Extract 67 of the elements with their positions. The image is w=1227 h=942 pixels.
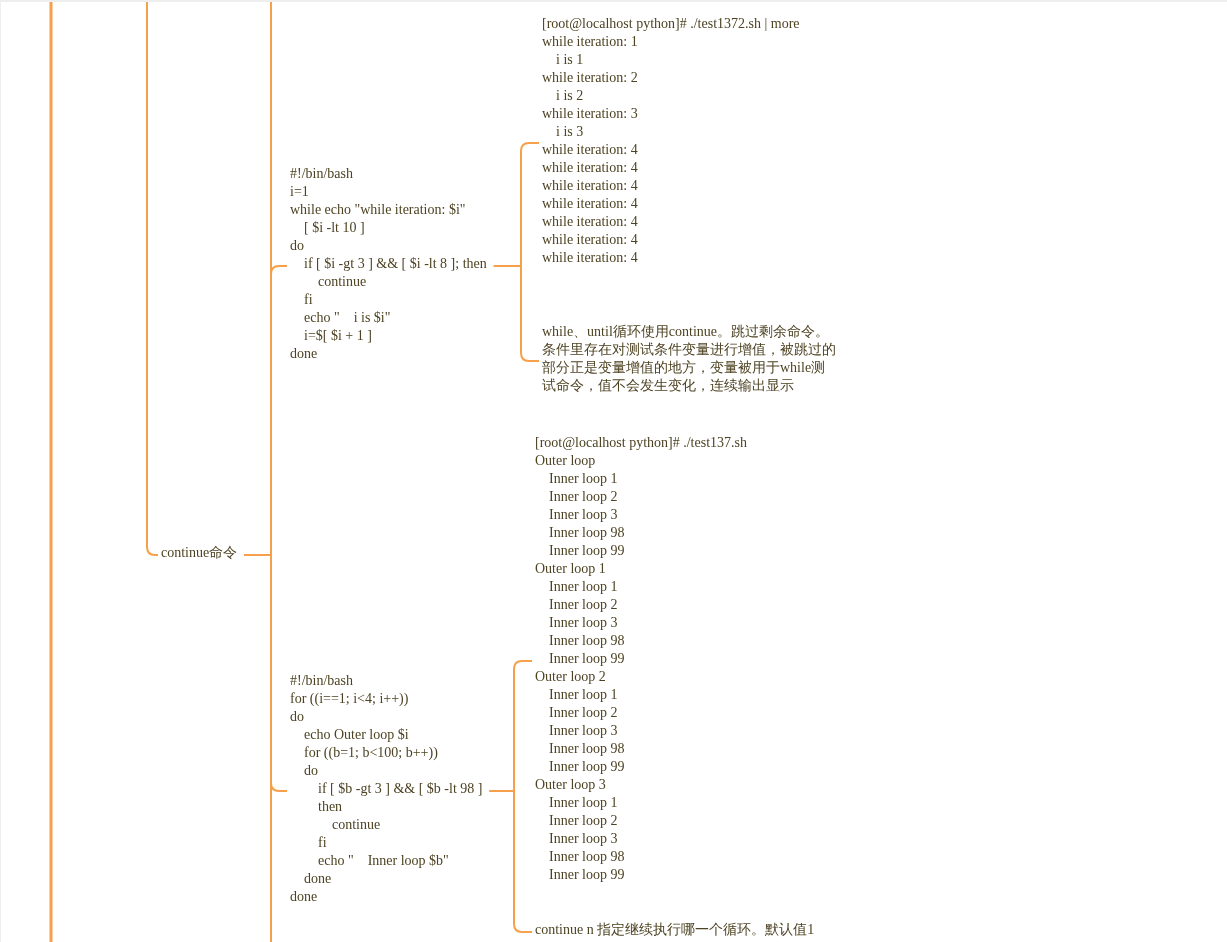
output-line: [root@localhost python]# ./test1372.sh | more [542, 15, 800, 33]
code-line: continue [317, 273, 367, 291]
output-line: Inner loop 98 [548, 632, 625, 650]
code-line: if [ $i -gt 3 ] && [ $i -lt 8 ]; then [303, 255, 487, 273]
code-line: fi [317, 834, 327, 852]
output-line: while iteration: 4 [542, 141, 638, 159]
output-line: Inner loop 99 [548, 542, 625, 560]
output-line: Outer loop 3 [535, 776, 606, 794]
output-line: Inner loop 1 [548, 686, 618, 704]
output-line: Inner loop 98 [548, 740, 625, 758]
code-line: then [317, 798, 343, 816]
code-line: echo " Inner loop $b" [317, 852, 449, 870]
code-line: [ $i -lt 10 ] [303, 219, 365, 237]
output-line: Inner loop 98 [548, 524, 625, 542]
output-line: Inner loop 1 [548, 470, 618, 488]
output-line: while iteration: 1 [542, 33, 638, 51]
output-line: Inner loop 3 [548, 506, 618, 524]
output-line: while iteration: 4 [542, 213, 638, 231]
output-line: [root@localhost python]# ./test137.sh [535, 434, 747, 452]
output-line: while iteration: 2 [542, 69, 638, 87]
output-line: i is 2 [555, 87, 584, 105]
output-line: while iteration: 4 [542, 231, 638, 249]
code-line: done [303, 870, 332, 888]
code-line: do [290, 708, 304, 726]
code-line: done [290, 345, 318, 363]
output-line: while iteration: 4 [542, 195, 638, 213]
output-line: Inner loop 2 [548, 488, 618, 506]
note-text: while、until循环使用continue。跳过剩余命令。条件里存在对测试条件变量进行增值，被跳过的部分正是变量增值的地方，变量被用于while测试命令，值不会发生变化，连续输出显示 [542, 323, 837, 395]
code-line: while echo "while iteration: $i" [290, 201, 466, 219]
output-line: Inner loop 99 [548, 866, 625, 884]
output-line: Inner loop 2 [548, 812, 618, 830]
code-line: if [ $b -gt 3 ] && [ $b -lt 98 ] [317, 780, 483, 798]
code-line: do [303, 762, 318, 780]
output-line: Outer loop [535, 452, 596, 470]
code-line: #!/bin/bash [290, 165, 353, 183]
code-line: for ((i==1; i<4; i++)) [290, 690, 409, 708]
output-line: i is 3 [555, 123, 584, 141]
output-line: i is 1 [555, 51, 584, 69]
output-line: while iteration: 4 [542, 177, 638, 195]
output-line: Inner loop 3 [548, 830, 618, 848]
code-line: done [290, 888, 318, 906]
output-line: Inner loop 3 [548, 722, 618, 740]
output-line: Inner loop 98 [548, 848, 625, 866]
output-line: Outer loop 1 [535, 560, 606, 578]
output-line: while iteration: 4 [542, 159, 638, 177]
topic-label: continue命令 [161, 544, 238, 562]
code-line: for ((b=1; b<100; b++)) [303, 744, 438, 762]
output-line: while iteration: 4 [542, 249, 638, 267]
code-line: fi [303, 291, 313, 309]
output-line: Inner loop 2 [548, 596, 618, 614]
code-line: i=$[ $i + 1 ] [303, 327, 372, 345]
output-line: Inner loop 99 [548, 650, 625, 668]
output-line: Outer loop 2 [535, 668, 606, 686]
code-line: echo " i is $i" [303, 309, 391, 327]
output-line: Inner loop 1 [548, 794, 618, 812]
note-text: continue n 指定继续执行哪一个循环。默认值1 [535, 921, 815, 939]
code-line: i=1 [290, 183, 309, 201]
output-line: Inner loop 1 [548, 578, 618, 596]
code-line: continue [331, 816, 381, 834]
output-line: while iteration: 3 [542, 105, 638, 123]
code-line: #!/bin/bash [290, 672, 353, 690]
output-line: Inner loop 3 [548, 614, 618, 632]
code-line: echo Outer loop $i [303, 726, 409, 744]
branch-line [243, 554, 288, 792]
output-line: Inner loop 99 [548, 758, 625, 776]
code-line: do [290, 237, 304, 255]
output-line: Inner loop 2 [548, 704, 618, 722]
